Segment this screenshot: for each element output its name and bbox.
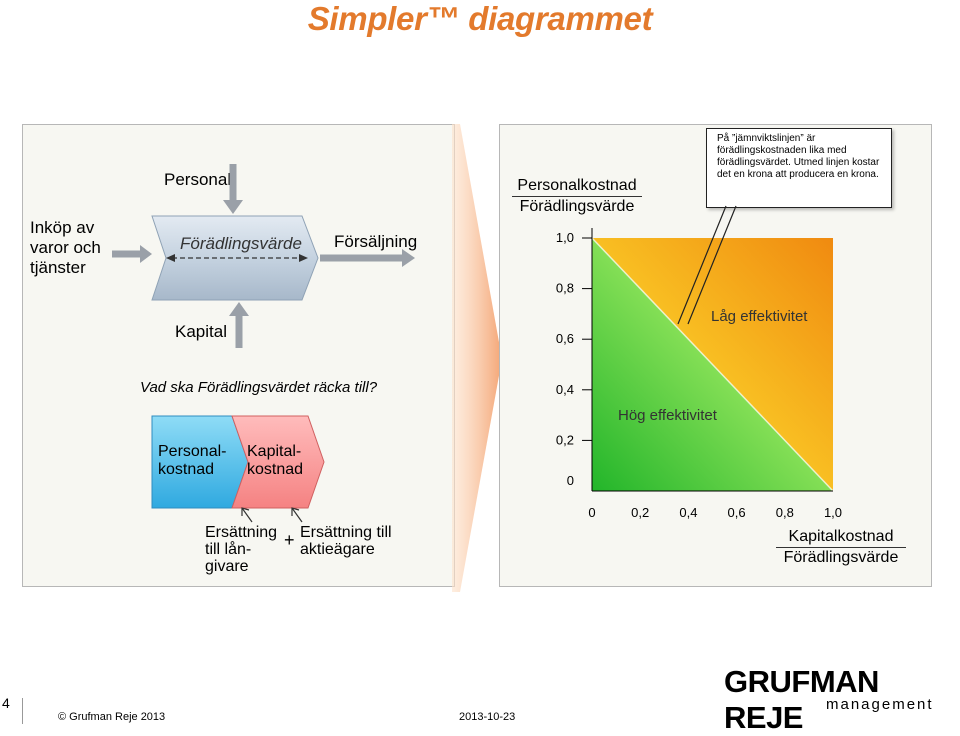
x-axis-numerator: Kapitalkostnad xyxy=(776,527,906,548)
cost-boxes xyxy=(151,415,325,509)
y-axis-label: Personalkostnad Förädlingsvärde xyxy=(512,176,642,216)
y-tick-label: 0,4 xyxy=(556,382,574,397)
equilibrium-callout-text: På ”jämnviktslinjen” är förädlingskostna… xyxy=(717,133,880,180)
page-title: Simpler™ diagrammet xyxy=(307,0,653,37)
callout-pointer xyxy=(677,205,737,325)
y-tick-label: 0 xyxy=(567,473,574,488)
question-text: Vad ska Förädlingsvärdet räcka till? xyxy=(140,379,378,396)
footer-date: 2013-10-23 xyxy=(459,711,516,723)
x-axis-label: Kapitalkostnad Förädlingsvärde xyxy=(776,527,906,567)
y-axis-numerator: Personalkostnad xyxy=(512,176,642,197)
copyright-text: © Grufman Reje 2013 xyxy=(58,711,166,723)
x-tick-label: 0,4 xyxy=(679,505,697,520)
value-added-label: Förädlingsvärde xyxy=(180,234,302,253)
page-number: 4 xyxy=(2,695,10,711)
y-tick-label: 1,0 xyxy=(556,230,574,245)
x-tick-label: 0 xyxy=(588,505,595,520)
output-arrow xyxy=(320,249,415,267)
y-tick-label: 0,2 xyxy=(556,432,574,447)
value-added-box xyxy=(151,215,319,301)
equilibrium-callout: På ”jämnviktslinjen” är förädlingskostna… xyxy=(706,128,892,208)
x-tick-label: 0,6 xyxy=(728,505,746,520)
x-tick-label: 1,0 xyxy=(824,505,842,520)
x-axis-denominator: Förädlingsvärde xyxy=(783,549,899,566)
transition-arrow xyxy=(452,124,502,592)
personnel-cost-label: Personal-kostnad xyxy=(158,443,227,478)
footer-divider xyxy=(22,698,23,724)
shareholder-compensation: Ersättning till aktieägare xyxy=(300,524,392,558)
low-efficiency-label: Låg effektivitet xyxy=(711,308,808,325)
shareholder-arrow xyxy=(291,507,303,523)
capital-cost-label: Kapital-kostnad xyxy=(247,443,304,478)
efficiency-chart: 0 0,2 0,4 0,6 0,8 1,0 0 0,2 0,4 0,6 0,8 1,0 xyxy=(556,228,842,520)
high-efficiency-label: Hög effektivitet xyxy=(618,407,717,424)
company-logo-tagline: management xyxy=(826,696,934,713)
capital-arrow xyxy=(229,302,249,348)
x-tick-label: 0,8 xyxy=(776,505,794,520)
y-tick-label: 0,6 xyxy=(556,331,574,346)
capital-label: Kapital xyxy=(175,322,227,341)
output-label: Försäljning xyxy=(334,232,418,251)
x-tick-label: 0,2 xyxy=(631,505,649,520)
equilibrium-line xyxy=(591,237,834,492)
y-axis-denominator: Förädlingsvärde xyxy=(519,198,635,215)
input-label: Inköp av varor och tjänster xyxy=(30,218,101,277)
personal-label: Personal xyxy=(164,170,232,189)
input-arrow xyxy=(112,245,152,263)
y-tick-label: 0,8 xyxy=(556,281,574,296)
personal-arrow xyxy=(223,164,243,214)
lender-compensation: Ersättning till lån-givare xyxy=(205,524,278,575)
lender-arrow xyxy=(241,507,253,523)
plus-sign: + xyxy=(284,530,295,550)
